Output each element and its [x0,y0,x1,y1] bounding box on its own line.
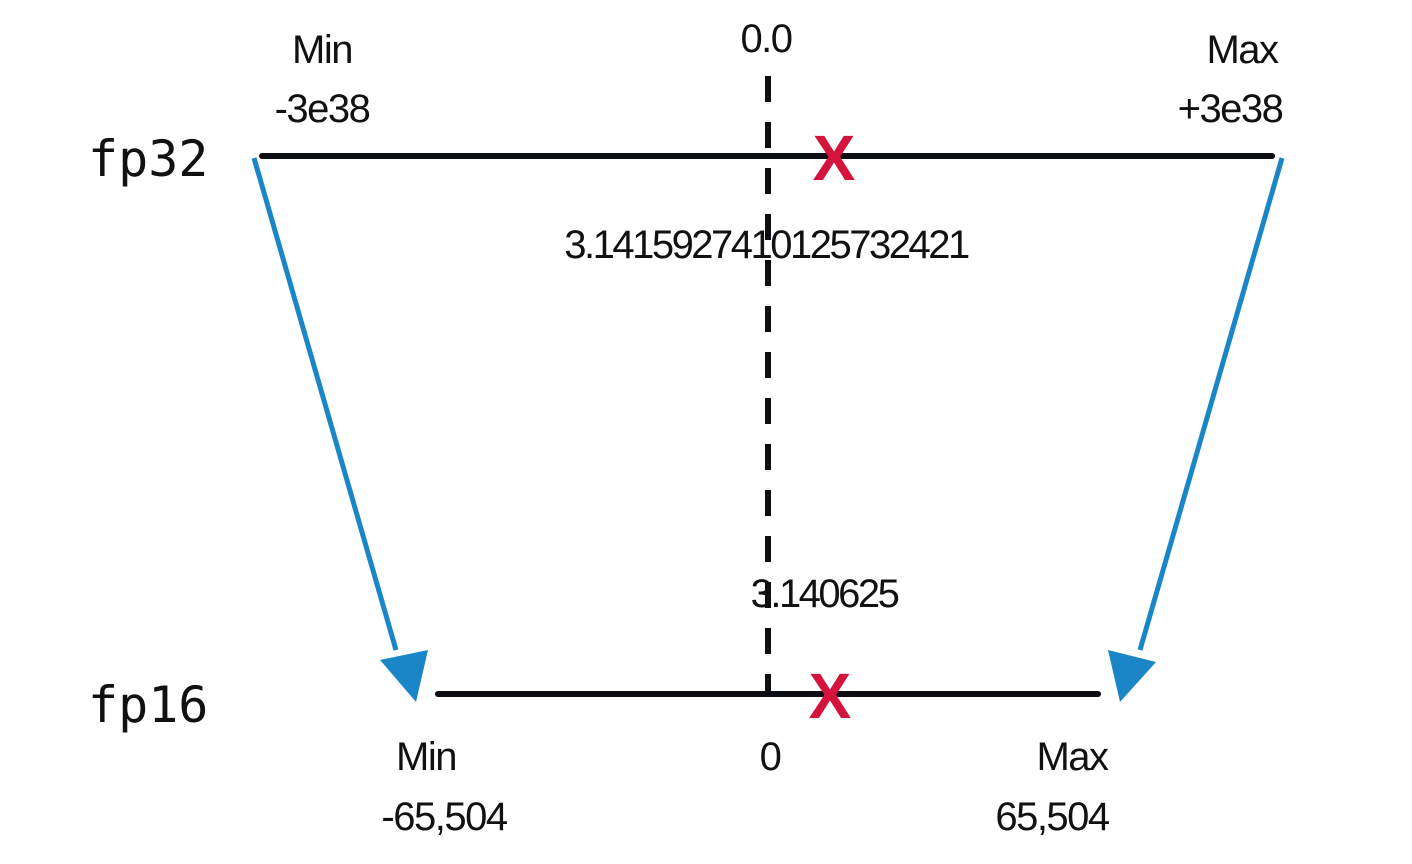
fp32-zero-label: 0.0 [740,17,791,61]
fp16-pi-marker: X [809,660,852,732]
left-mapping-arrow [251,157,428,702]
fp16-min-label: Min [396,735,456,779]
fp32-type-label: fp32 [88,130,208,188]
fp16-type-label: fp16 [88,676,208,734]
fp32-max-value: +3e38 [1178,87,1283,131]
fp32-pi-value: 3.1415927410125732421 [564,223,969,267]
fp16-zero-label: 0 [760,735,781,779]
fp16-pi-value: 3.140625 [751,572,899,616]
fp32-pi-marker: X [813,122,856,194]
fp16-max-value: 65,504 [995,795,1110,839]
fp32-max-label: Max [1206,28,1279,72]
fp16-max-label: Max [1036,735,1109,779]
fp32-min-label: Min [292,28,352,72]
right-mapping-arrow [1108,157,1285,702]
fp32-min-value: -3e38 [275,87,370,131]
fp16-min-value: -65,504 [381,795,507,839]
